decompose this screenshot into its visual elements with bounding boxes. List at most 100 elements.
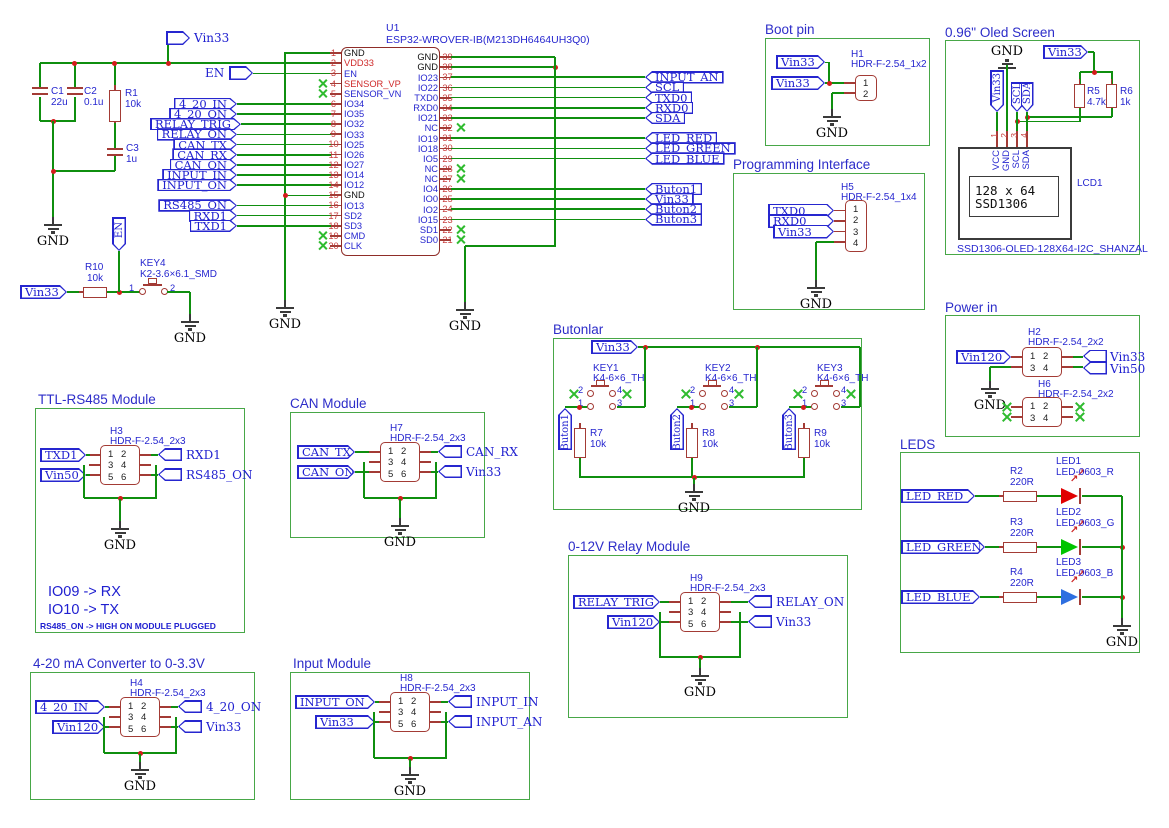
u1-pin-row[interactable]: 5 SENSOR_VN	[316, 89, 446, 99]
u1-pin-row[interactable]: 16 IO13	[316, 200, 446, 210]
capacitor-c1[interactable]	[32, 87, 48, 90]
net-flag-row[interactable]: CAN_RX	[150, 150, 331, 160]
u1-pin-row[interactable]: 17 SD2	[316, 210, 446, 221]
net-flag[interactable]: SDA	[645, 111, 686, 125]
resistor-r10[interactable]	[79, 286, 111, 298]
capacitor-c1[interactable]	[32, 93, 48, 96]
led1-symbol[interactable]	[1061, 488, 1078, 504]
led3-symbol[interactable]	[1061, 589, 1078, 605]
switch-contact[interactable]	[811, 390, 818, 397]
net-flag[interactable]: RS485_ON	[158, 199, 237, 212]
net-flag[interactable]: LED_BLUE	[645, 152, 725, 165]
net-flag-vin50[interactable]	[1083, 361, 1107, 375]
u1-pin-row[interactable]: 37 IO23	[365, 72, 471, 82]
net-flag-420-on[interactable]	[178, 700, 202, 713]
net-flag-input-in[interactable]	[448, 695, 472, 708]
net-flag[interactable]: INPUT_AN	[645, 71, 724, 84]
u1-pin-row[interactable]: 15 GND	[316, 190, 446, 200]
switch-contact[interactable]	[721, 390, 728, 397]
net-flag-row[interactable]: CAN_TX	[150, 139, 331, 149]
net-flag-relay-on[interactable]	[748, 595, 772, 608]
u1-pin-row[interactable]: 14 IO12	[316, 180, 446, 190]
net-flag[interactable]: Buton3	[645, 213, 703, 226]
net-flag-row[interactable]: Buton1	[451, 182, 751, 196]
net-flag-row[interactable]: RXD0	[451, 101, 751, 114]
switch-contact[interactable]	[587, 403, 594, 410]
net-flag-vin33-top[interactable]	[166, 31, 190, 45]
net-flag-vin33[interactable]: Vin33	[776, 55, 825, 69]
net-flag[interactable]: Buton2	[645, 203, 703, 216]
u1-pin-row[interactable]: 2 VDD33	[316, 58, 446, 68]
switch-contact[interactable]	[699, 403, 706, 410]
net-flag-row[interactable]	[451, 225, 751, 235]
net-flag-can-on[interactable]: CAN_ON	[297, 465, 355, 479]
u1-esp32-body[interactable]	[341, 47, 440, 256]
net-flag-vin33[interactable]	[748, 615, 772, 628]
net-flag[interactable]: LED_GREEN	[645, 142, 736, 155]
net-flag-vin33[interactable]: Vin33	[1043, 45, 1088, 59]
u1-pin-row[interactable]: 4 SENSOR_VP	[316, 78, 446, 89]
net-flag-vin120[interactable]: Vin120	[956, 350, 1011, 364]
net-flag[interactable]: CAN_ON	[170, 159, 237, 172]
net-flag-vin33[interactable]	[1083, 349, 1107, 363]
switch-contact[interactable]	[699, 390, 706, 397]
net-flag[interactable]: CAN_TX	[173, 138, 237, 151]
resistor-r2[interactable]	[999, 490, 1041, 502]
u1-pin-row[interactable]: 12 IO27	[316, 160, 446, 170]
net-flag-buton2[interactable]: Buton2	[670, 408, 684, 450]
u1-pin-row[interactable]: 31 IO19	[365, 133, 471, 143]
net-flag[interactable]: 4_20_ON	[169, 108, 237, 121]
net-flag-row[interactable]	[451, 164, 751, 174]
net-flag-sda[interactable]: SDA	[1021, 82, 1034, 112]
net-flag-can-tx[interactable]: CAN_TX	[297, 445, 355, 459]
u1-pin-row[interactable]: 30 IO18	[365, 143, 471, 153]
u1-pin-row[interactable]: 13 IO14	[316, 170, 446, 180]
net-flag-vin33[interactable]	[178, 720, 202, 733]
u1-pin-row[interactable]: 7 IO35	[316, 109, 446, 119]
net-flag[interactable]: TXD1	[190, 220, 237, 233]
u1-pin-row[interactable]: 36 IO22	[365, 82, 471, 93]
net-flag-vin33[interactable]: Vin33	[773, 225, 834, 239]
net-flag-row[interactable]: INPUT_IN	[150, 170, 331, 180]
u1-pin-row[interactable]: 6 IO34	[316, 99, 446, 109]
switch-contact[interactable]	[609, 403, 616, 410]
net-flag[interactable]: INPUT_IN	[162, 169, 237, 182]
u1-pin-row[interactable]: 1 GND	[316, 48, 446, 58]
net-flag-buton1[interactable]: Buton1	[558, 408, 572, 450]
net-flag-vin33-vertical[interactable]: Vin33	[990, 70, 1004, 112]
net-flag-vin120[interactable]: Vin120	[52, 720, 105, 734]
switch-contact[interactable]	[609, 390, 616, 397]
net-flag[interactable]: SCL	[645, 81, 685, 94]
net-flag-row[interactable]: RELAY_TRIG	[150, 119, 331, 129]
net-flag-row[interactable]: CAN_ON	[150, 160, 331, 170]
net-flag-en-vertical[interactable]: EN	[112, 217, 126, 251]
net-flag-vin50[interactable]: Vin50	[40, 468, 86, 482]
resistor-r3[interactable]	[999, 541, 1041, 553]
resistor-r5[interactable]	[1074, 79, 1085, 113]
net-flag-row[interactable]: SDA	[451, 111, 751, 125]
net-flag-row[interactable]: LED_BLUE	[451, 152, 751, 165]
u1-pin-row[interactable]: 22 SD1	[365, 225, 471, 235]
net-flag[interactable]: Buton1	[645, 182, 703, 196]
u1-pin-row[interactable]: 25 IO0	[365, 194, 471, 204]
net-flag-scl[interactable]: SCL	[1011, 82, 1024, 112]
net-flag-row[interactable]: RS485_ON	[150, 200, 331, 210]
net-flag-420-in[interactable]: 4_20_IN	[35, 700, 105, 714]
net-flag[interactable]: CAN_RX	[172, 148, 237, 161]
u1-pin-row[interactable]: 3 EN	[316, 68, 446, 79]
u1-pin-row[interactable]: 34 RXD0	[365, 103, 471, 113]
net-flag-row[interactable]	[451, 123, 751, 133]
capacitor-c2[interactable]	[67, 93, 83, 96]
net-flag-row[interactable]: TXD1	[150, 221, 331, 231]
net-flag-led-blue[interactable]: LED_BLUE	[901, 590, 980, 604]
net-flag-row[interactable]: LED_GREEN	[451, 142, 751, 155]
u1-pin-row[interactable]: 29 IO5	[365, 153, 471, 164]
net-flag-row[interactable]: RELAY_ON	[150, 129, 331, 139]
switch-contact[interactable]	[587, 390, 594, 397]
